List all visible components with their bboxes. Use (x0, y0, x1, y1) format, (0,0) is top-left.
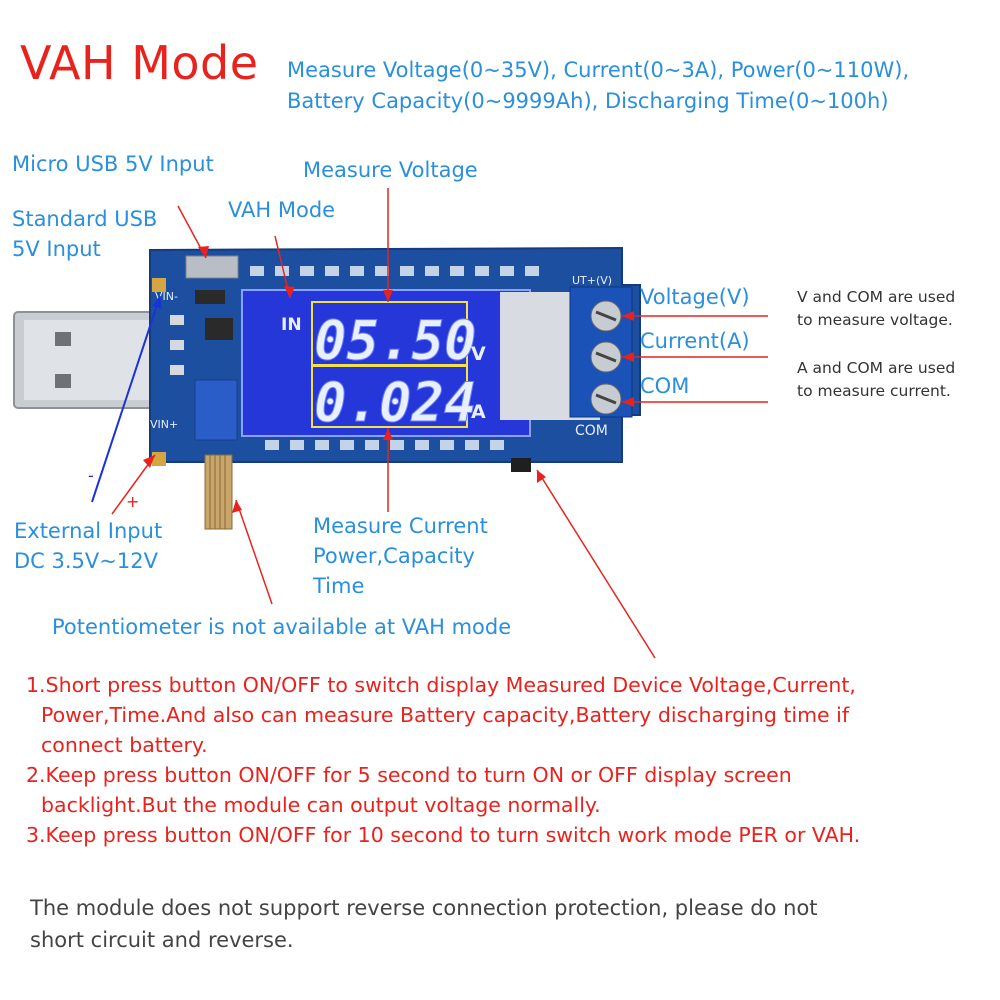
lcd-display: IN 05.50 V 0.024 A (241, 289, 600, 437)
com-terminal-label: COM (640, 374, 690, 398)
lcd-current-unit: A (471, 401, 486, 423)
measure-current-label-3: Time (313, 574, 365, 598)
voltage-terminal-label: Voltage(V) (640, 285, 750, 309)
subtitle: Measure Voltage(0~35V), Current(0~3A), P… (287, 55, 909, 117)
lcd-in-label: IN (281, 315, 302, 335)
usb-a-plug (13, 311, 165, 409)
vin-minus-arrowhead (152, 296, 162, 309)
standard-usb-label-1: Standard USB (12, 207, 158, 231)
external-input-label-2: DC 3.5V~12V (14, 549, 158, 573)
standard-usb-label-2: 5V Input (12, 237, 101, 261)
voltage-note-line-2: to measure voltage. (797, 311, 953, 329)
measure-voltage-label: Measure Voltage (303, 158, 478, 182)
measure-current-label-1: Measure Current (313, 514, 488, 538)
instruction-1: 1.Short press button ON/OFF to switch di… (26, 670, 856, 760)
arrow-heads (143, 246, 634, 513)
disclaimer-line-2: short circuit and reverse. (30, 928, 294, 952)
lcd-voltage-unit: V (471, 343, 486, 365)
instruction-1-line-3: connect battery. (41, 733, 208, 757)
potentiometer-knob (204, 454, 233, 530)
instruction-2-line-1: 2.Keep press button ON/OFF for 5 second … (26, 763, 792, 787)
voltage-note-line-1: V and COM are used (797, 288, 956, 306)
potentiometer-label: Potentiometer is not available at VAH mo… (52, 615, 512, 639)
out-label: UT+(V) (572, 274, 612, 287)
vah-mode-label: VAH Mode (228, 198, 336, 222)
micro-usb-label: Micro USB 5V Input (12, 152, 214, 176)
instruction-3: 3.Keep press button ON/OFF for 10 second… (26, 820, 860, 850)
disclaimer: The module does not support reverse conn… (30, 892, 818, 956)
current-note: A and COM are used to measure current. (797, 357, 955, 403)
disclaimer-line-1: The module does not support reverse conn… (30, 896, 818, 920)
measure-current-label-2: Power,Capacity (313, 544, 475, 568)
external-input-label-1: External Input (14, 519, 163, 543)
on-off-button (511, 458, 531, 472)
subtitle-line-1: Measure Voltage(0~35V), Current(0~3A), P… (287, 58, 910, 82)
lcd-voltage-value: 05.50 (314, 309, 477, 372)
current-note-line-1: A and COM are used (797, 359, 956, 377)
lcd-current-value: 0.024 (314, 371, 477, 434)
minus-sign: - (88, 466, 94, 485)
page-title: VAH Mode (20, 36, 259, 90)
instruction-1-line-1: 1.Short press button ON/OFF to switch di… (26, 673, 856, 697)
instruction-1-line-2: Power,Time.And also can measure Battery … (41, 703, 850, 727)
current-terminal-label: Current(A) (640, 329, 750, 353)
plus-sign: + (126, 492, 140, 511)
current-note-line-2: to measure current. (797, 382, 951, 400)
instruction-2: 2.Keep press button ON/OFF for 5 second … (26, 760, 792, 820)
subtitle-line-2: Battery Capacity(0~9999Ah), Discharging … (287, 89, 889, 113)
instruction-2-line-2: backlight.But the module can output volt… (41, 793, 601, 817)
vin-plus-label: VIN+ (150, 418, 178, 431)
instruction-3-line-1: 3.Keep press button ON/OFF for 10 second… (26, 823, 861, 847)
board-com-label: COM (575, 423, 608, 439)
terminal-block (569, 286, 633, 418)
vin-minus-line (91, 295, 161, 503)
vin-minus-label: VIN- (155, 290, 178, 303)
voltage-note: V and COM are used to measure voltage. (797, 286, 955, 332)
